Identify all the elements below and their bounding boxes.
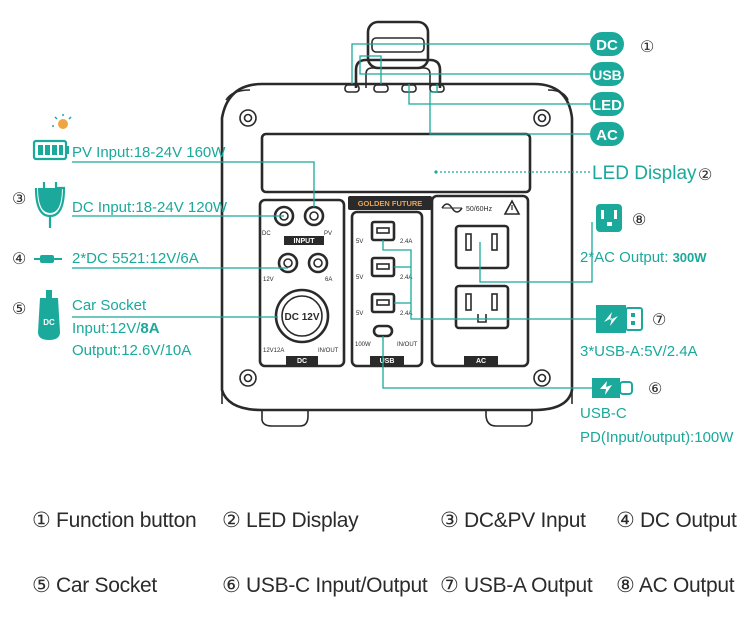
svg-text:LED: LED [592,97,622,114]
usb2-5v-label: 5V [356,275,363,281]
usb-tag: USB [380,358,395,365]
legend-dc-output: ④ DC Output [616,509,737,532]
dc5521-port-1[interactable] [277,252,299,274]
usb1-24a-label: 2.4A [400,239,412,245]
svg-text:DC: DC [596,37,618,54]
car-socket-callout: ⑤ DC Car Socket Input:12V/8A Output:12.6… [12,290,278,359]
car-socket-title: Car Socket [72,297,147,314]
dc-cable-icon [34,255,62,263]
usb-a-port-2[interactable] [370,256,396,278]
corner-bolt-icon [533,109,551,127]
usb-a-callout: ⑦ 3*USB-A:5V/2.4A [382,240,698,360]
ac-outlet-1[interactable] [454,224,510,270]
dc-function-badge [590,32,624,56]
brand-plate [348,196,432,210]
brand-label: GOLDEN FUTURE [358,199,423,208]
led-function-badge [590,92,624,116]
car-socket-input: Input:12V/8A [72,320,160,337]
ac-panel [430,194,530,368]
usb-a-port-1[interactable] [370,220,396,242]
battery-icon [32,139,69,161]
car-socket-output: Output:12.6V/10A [72,342,191,359]
usb3-24a-label: 2.4A [400,311,412,317]
car-socket-port[interactable] [274,288,330,344]
number-6: ⑥ [648,381,662,398]
dc-input-label: DC Input:18-24V 120W [72,199,228,216]
legend-led-display: ② LED Display [222,509,359,532]
usb-c-plug-icon [592,378,633,398]
usb1-5v-label: 5V [356,239,363,245]
number-4: ④ [12,251,26,268]
power-station-device: DC PV INPUT 12V 6A DC 12V 12V12A IN/OUT … [220,20,574,427]
dc-output-callout: ④ 2*DC 5521:12V/6A [12,250,288,269]
dc-port-label: DC [262,231,271,237]
usb2-24a-label: 2.4A [400,275,412,281]
corner-bolt-icon [239,109,257,127]
dc-output-label: 2*DC 5521:12V/6A [72,250,199,267]
usb3-5v-label: 5V [356,311,363,317]
solar-sun-icon [52,114,72,129]
usb-c-label-line1: USB-C [580,405,627,422]
function-buttons-callout: DC USB LED AC ① [351,32,654,146]
usb-a-label: 3*USB-A:5V/2.4A [580,343,698,360]
legend-usb-a: ⑦ USB-A Output [440,574,593,597]
dc-input-panel [258,198,346,368]
number-8: ⑧ [632,212,646,229]
legend-usb-c: ⑥ USB-C Input/Output [222,574,428,597]
dc5521-port-2[interactable] [307,252,329,274]
dc12v-socket-label: DC 12V [284,312,319,323]
warning-icon [503,199,521,215]
usbc-inout-label: IN/OUT [397,342,418,348]
car-charger-icon [38,290,60,340]
legend-function-button: ① Function button [32,509,197,532]
usb-c-label-line2: PD(Input/output):100W [580,429,734,446]
number-5: ⑤ [12,301,26,318]
svg-text:AC: AC [596,127,618,144]
usb-c-port[interactable] [372,324,394,338]
ac-outlet-2[interactable] [454,284,510,330]
frequency-label: 50/60Hz [466,206,493,213]
ac-function-badge [590,122,624,146]
usbc-100w-label: 100W [355,342,371,348]
led-display-callout: LED Display ② [434,163,712,184]
number-3: ③ [12,191,26,208]
corner-bolt-icon [239,369,257,387]
usb-function-badge [590,62,624,86]
dc-12v-label: 12V [263,277,274,283]
pv-input-callout: PV Input:18-24V 160W [32,114,315,207]
dc-inout-label: IN/OUT [318,348,339,354]
usb-panel [350,210,424,368]
dc-tag: DC [297,358,307,365]
pv-input-port[interactable] [303,205,325,227]
legend-row-1: ① Function button ② LED Display ③ DC&PV … [0,508,750,548]
power-plug-icon [34,182,66,228]
led-display-label: LED Display [592,163,697,184]
svg-text:USB: USB [592,67,622,83]
usb-a-port-3[interactable] [370,292,396,314]
pv-port-label: PV [324,231,332,237]
input-tag: INPUT [294,238,316,245]
number-7: ⑦ [652,312,666,329]
dc-6a-label: 6A [325,277,332,283]
ac-output-label: 2*AC Output: 300W [580,249,707,266]
corner-bolt-icon [533,369,551,387]
number-1: ① [640,39,654,56]
usb-a-plug-icon [596,305,643,333]
legend-dc-pv-input: ③ DC&PV Input [440,509,586,532]
function-button-usb[interactable] [373,84,389,93]
ac-output-callout: ⑧ 2*AC Output: 300W [479,204,707,283]
v12a12-label: 12V12A [263,348,284,354]
number-2: ② [698,167,712,184]
legend-car-socket: ⑤ Car Socket [32,574,157,597]
svg-text:DC: DC [43,318,55,327]
ac-tag: AC [476,358,486,365]
led-display-panel [260,132,532,194]
usb-c-callout: ⑥ USB-C PD(Input/output):100W [382,336,734,446]
dc-input-callout: ③ DC Input:18-24V 120W [12,182,284,228]
legend-ac-output: ⑧ AC Output [616,574,735,597]
legend-row-2: ⑤ Car Socket ⑥ USB-C Input/Output ⑦ USB-… [0,573,750,613]
pv-input-label: PV Input:18-24V 160W [72,144,226,161]
ac-socket-icon [596,204,622,232]
